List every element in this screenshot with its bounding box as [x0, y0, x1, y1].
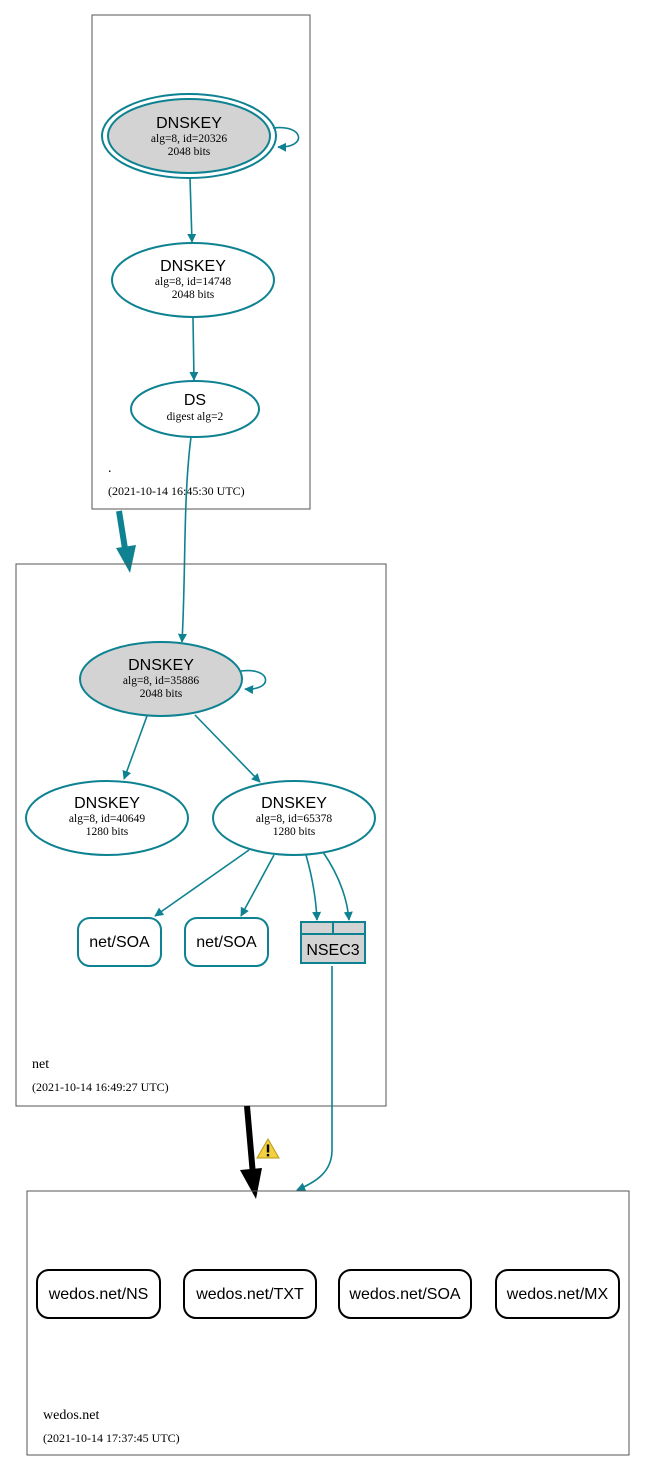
nsec3-node[interactable]: NSEC3	[300, 921, 366, 964]
net-ksk-alg: alg=8, id=35886	[123, 675, 199, 687]
zone-net-name: net	[32, 1057, 49, 1072]
zone-root-box	[91, 14, 311, 510]
wedos-ns-node[interactable]: wedos.net/NS	[36, 1269, 161, 1319]
zone-net: net (2021-10-14 16:49:27 UTC)	[15, 563, 387, 1107]
net-ksk-title: DNSKEY	[128, 657, 194, 674]
wedos-ns-box	[36, 1269, 161, 1319]
net-zsk-40649-bits: 1280 bits	[86, 826, 129, 838]
net-ksk-bits: 2048 bits	[140, 688, 183, 700]
wedos-mx-box	[495, 1269, 620, 1319]
net-wedos-delegation-arrowhead	[240, 1168, 262, 1199]
root-zsk-node[interactable]: DNSKEY alg=8, id=14748 2048 bits	[111, 242, 275, 318]
zone-net-box	[15, 563, 387, 1107]
ds-to-net-ksk-edge	[177, 436, 192, 643]
net-ksk-to-zsk2-edge	[194, 714, 261, 783]
net-soa-2-box	[184, 917, 269, 967]
zone-wedos: wedos.net (2021-10-14 17:37:45 UTC)	[26, 1190, 630, 1456]
zone-wedos-name: wedos.net	[43, 1408, 99, 1423]
root-ds-digest: digest alg=2	[167, 411, 224, 423]
root-zsk-alg: alg=8, id=14748	[155, 276, 231, 288]
warning-icon[interactable]	[256, 1138, 280, 1159]
net-soa-2-node[interactable]: net/SOA	[184, 917, 269, 967]
net-zsk-65378-title: DNSKEY	[261, 795, 327, 812]
net-zsk-65378-alg: alg=8, id=65378	[256, 813, 332, 825]
net-zsk-65378-node[interactable]: DNSKEY alg=8, id=65378 1280 bits	[212, 780, 376, 856]
wedos-soa-label: wedos.net/SOA	[348, 1286, 461, 1303]
zone-wedos-timestamp: (2021-10-14 17:37:45 UTC)	[43, 1431, 180, 1445]
root-ksk-to-zsk-edge	[187, 177, 197, 243]
wedos-txt-node[interactable]: wedos.net/TXT	[183, 1269, 317, 1319]
root-ksk-node[interactable]: DNSKEY alg=8, id=20326 2048 bits	[101, 93, 277, 179]
net-zsk-40649-title: DNSKEY	[74, 795, 140, 812]
root-zsk-title: DNSKEY	[160, 258, 226, 275]
root-ksk-outer-ring	[101, 93, 277, 179]
zone-root-name: .	[108, 461, 112, 476]
warning-exclamation-bar	[266, 1144, 270, 1153]
net-soa-1-box	[77, 917, 162, 967]
net-zsk2-to-nsec3-edge-b	[322, 851, 353, 921]
net-ksk-to-zsk1-edge	[122, 715, 148, 780]
root-ds-ellipse	[130, 380, 260, 438]
wedos-soa-box	[338, 1269, 472, 1319]
net-soa-1-node[interactable]: net/SOA	[77, 917, 162, 967]
root-zsk-to-ds-edge	[189, 317, 199, 381]
root-ds-node[interactable]: DS digest alg=2	[130, 380, 260, 438]
root-ksk-self-edge	[272, 126, 300, 152]
root-ds-title: DS	[184, 392, 206, 409]
net-zsk-65378-ellipse	[212, 780, 376, 856]
nsec3-label: NSEC3	[306, 942, 359, 959]
wedos-soa-node[interactable]: wedos.net/SOA	[338, 1269, 472, 1319]
wedos-ns-label: wedos.net/NS	[48, 1286, 149, 1303]
net-zsk2-to-nsec3-edge-a	[305, 854, 322, 921]
net-zsk2-to-soa2-edge	[240, 854, 275, 917]
zone-wedos-box	[26, 1190, 630, 1456]
zone-root: . (2021-10-14 16:45:30 UTC)	[91, 14, 311, 510]
wedos-mx-label: wedos.net/MX	[506, 1286, 609, 1303]
net-ksk-ellipse	[79, 641, 243, 717]
root-ksk-alg: alg=8, id=20326	[151, 133, 227, 145]
net-ksk-self-edge	[240, 669, 267, 695]
net-soa-1-label: net/SOA	[89, 934, 150, 951]
nsec3-to-wedos-edge	[296, 966, 333, 1192]
net-zsk-40649-node[interactable]: DNSKEY alg=8, id=40649 1280 bits	[25, 780, 189, 856]
root-ksk-title: DNSKEY	[156, 115, 222, 132]
root-zsk-ellipse	[111, 242, 275, 318]
root-ksk-ellipse	[107, 98, 271, 174]
net-zsk-65378-bits: 1280 bits	[273, 826, 316, 838]
net-ksk-node[interactable]: DNSKEY alg=8, id=35886 2048 bits	[79, 641, 243, 717]
net-zsk-40649-alg: alg=8, id=40649	[69, 813, 145, 825]
warning-exclamation-dot	[266, 1154, 270, 1157]
root-net-delegation-arrowhead	[116, 545, 136, 573]
net-zsk-40649-ellipse	[25, 780, 189, 856]
net-soa-2-label: net/SOA	[196, 934, 257, 951]
zone-root-timestamp: (2021-10-14 16:45:30 UTC)	[108, 484, 245, 498]
wedos-mx-node[interactable]: wedos.net/MX	[495, 1269, 620, 1319]
wedos-txt-box	[183, 1269, 317, 1319]
root-ksk-bits: 2048 bits	[168, 146, 211, 158]
wedos-txt-label: wedos.net/TXT	[195, 1286, 304, 1303]
root-zsk-bits: 2048 bits	[172, 289, 215, 301]
zone-net-timestamp: (2021-10-14 16:49:27 UTC)	[32, 1080, 169, 1094]
net-zsk2-to-soa1-edge	[154, 849, 250, 917]
net-wedos-delegation-edge	[244, 1105, 256, 1176]
